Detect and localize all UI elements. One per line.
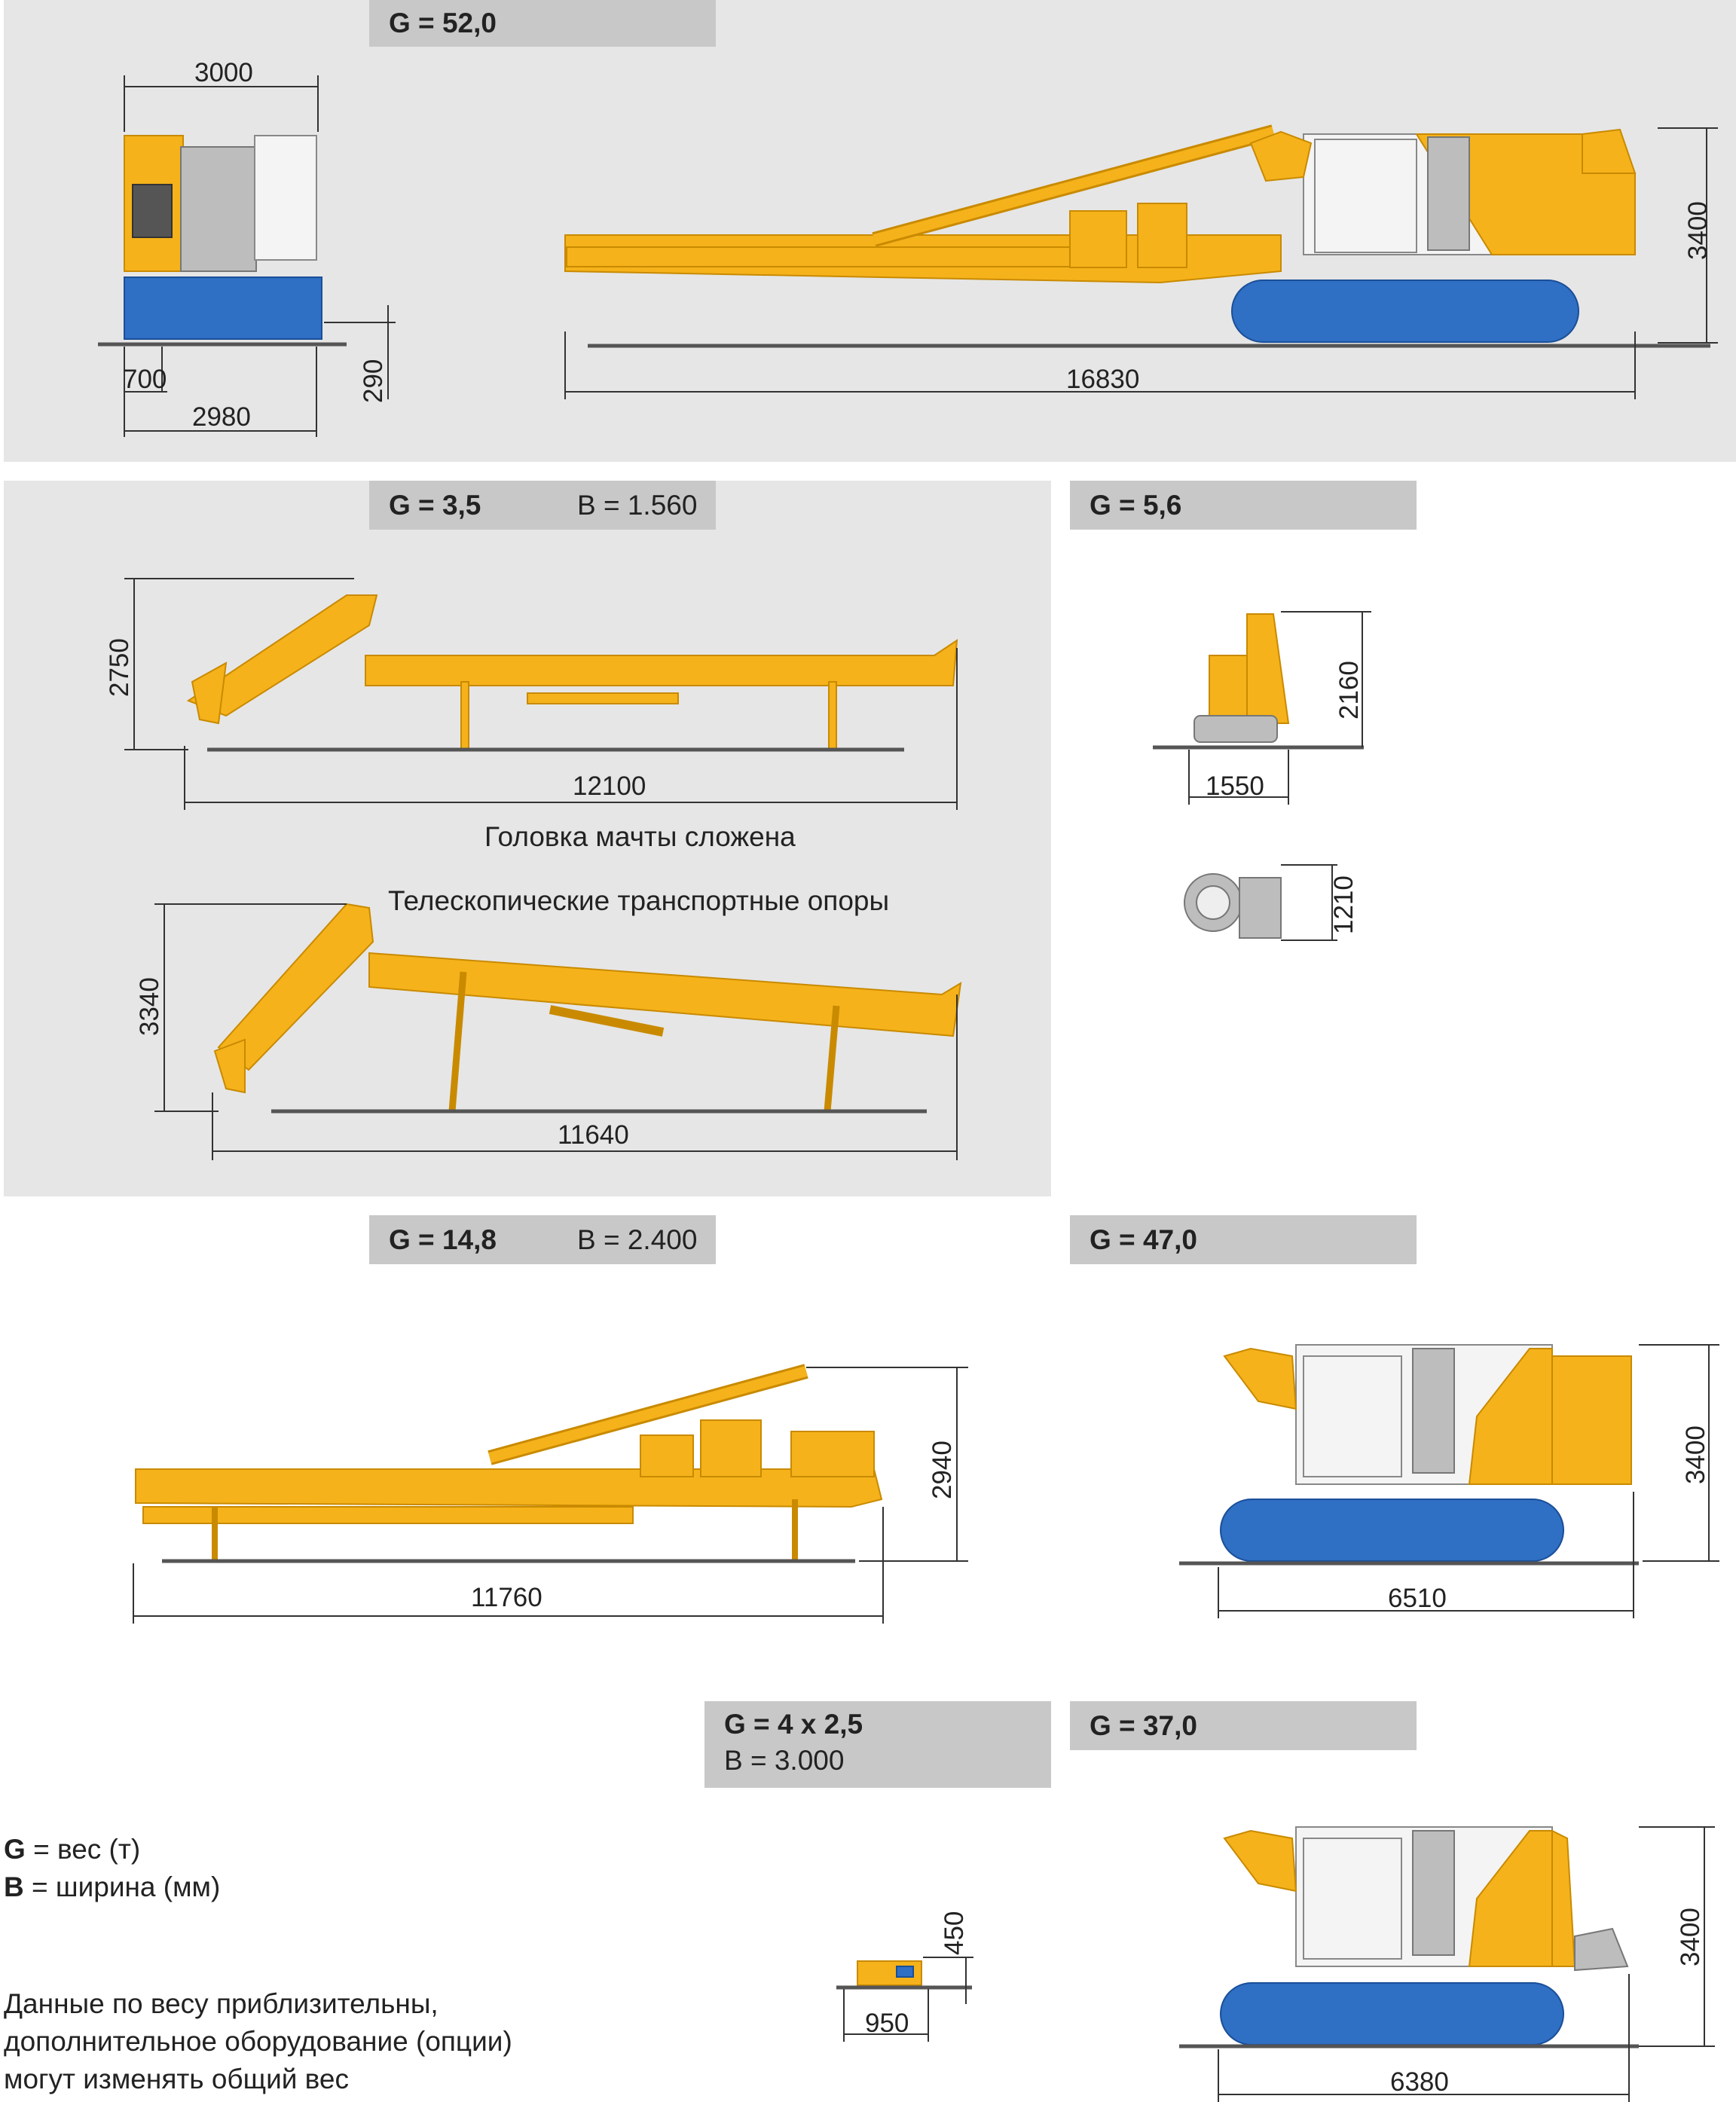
dim-ground-clearance: 290 xyxy=(359,359,388,403)
weight-note-line3: могут изменять общий вес xyxy=(4,2064,350,2094)
legend-g-text: = вес (т) xyxy=(33,1834,141,1865)
weight-note: Данные по весу приблизительны, дополните… xyxy=(4,1985,512,2098)
panel-mast-header: G = 3,5 B = 1.560 xyxy=(369,481,716,530)
panel-counterweight-header: G = 4 x 2,5 B = 3.000 xyxy=(704,1701,1051,1788)
caption-mast-folded: Головка мачты сложена xyxy=(484,821,796,852)
dim-total-length: 16830 xyxy=(1066,365,1139,394)
legend-g-key: G xyxy=(4,1834,26,1865)
width-label: B = 2.400 xyxy=(577,1224,698,1255)
dim-total-height: 3400 xyxy=(1683,201,1713,260)
dim-base-height: 3400 xyxy=(1681,1425,1710,1484)
dim-folded-height: 2750 xyxy=(105,638,134,697)
panel-rotary-head-header: G = 5,6 xyxy=(1070,481,1417,530)
dim-track-shoe: 700 xyxy=(123,365,167,394)
front-view-diagram: 3000 2980 700 290 16830 3400 xyxy=(98,58,1718,437)
dim-base-length: 6510 xyxy=(1388,1584,1447,1613)
weight-label: G = 5,6 xyxy=(1090,490,1182,521)
panel-mast xyxy=(4,481,1051,1196)
dim-head-width: 1550 xyxy=(1206,771,1264,801)
dim-head-top-width: 1210 xyxy=(1329,875,1359,934)
dim-extended-height: 3340 xyxy=(135,977,164,1036)
dim-base-length-light: 6380 xyxy=(1390,2067,1449,2097)
legend-b-text: = ширина (мм) xyxy=(32,1871,221,1902)
dim-leader-length: 11760 xyxy=(471,1583,542,1612)
dim-track-width: 2980 xyxy=(192,402,251,432)
panel-complete-machine-header: G = 52,0 xyxy=(369,0,716,47)
dim-extended-length: 11640 xyxy=(558,1120,629,1150)
dim-counterweight-height: 450 xyxy=(940,1911,969,1955)
legend-b-key: B xyxy=(4,1871,24,1902)
weight-label: G = 47,0 xyxy=(1090,1224,1197,1255)
dim-base-height-light: 3400 xyxy=(1676,1908,1705,1966)
panel-base-machine-header: G = 47,0 xyxy=(1070,1215,1417,1264)
legend: G = вес (т) B = ширина (мм) xyxy=(4,1831,220,1906)
dim-folded-length: 12100 xyxy=(573,771,646,801)
weight-label: G = 52,0 xyxy=(389,8,497,38)
weight-note-line1: Данные по весу приблизительны, xyxy=(4,1988,439,2019)
width-label: B = 1.560 xyxy=(577,490,698,521)
dim-head-height: 2160 xyxy=(1334,661,1364,720)
dim-leader-height: 2940 xyxy=(928,1441,957,1499)
panel-base-machine-without-weight-header: G = 37,0 xyxy=(1070,1701,1417,1750)
dim-front-width: 3000 xyxy=(194,58,253,87)
weight-label: G = 37,0 xyxy=(1090,1710,1197,1741)
weight-label: G = 4 x 2,5 xyxy=(724,1709,863,1740)
weight-note-line2: дополнительное оборудование (опции) xyxy=(4,2026,512,2057)
dim-counterweight-length: 950 xyxy=(865,2009,909,2038)
width-label: B = 3.000 xyxy=(724,1745,845,1776)
weight-label: G = 3,5 xyxy=(389,490,481,521)
weight-label: G = 14,8 xyxy=(389,1224,497,1255)
caption-transport-supports: Телескопические транспортные опоры xyxy=(388,885,890,916)
panel-leader-assembly-header: G = 14,8 B = 2.400 xyxy=(369,1215,716,1264)
